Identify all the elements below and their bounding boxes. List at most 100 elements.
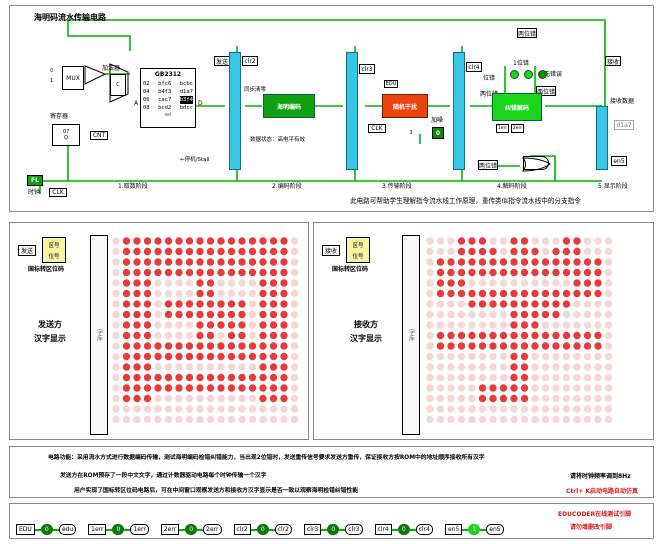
unlit-dot [489,310,497,319]
pin-label: EDU [16,524,35,535]
lit-dot [269,289,278,298]
lit-dot [510,289,518,298]
unlit-dot [290,258,299,266]
stage-label: 5.显示阶段 [598,183,628,190]
unlit-dot [436,405,445,413]
unlit-dot [510,405,518,413]
lit-dot [520,352,529,361]
unlit-dot [583,394,592,403]
unlit-dot [594,310,602,319]
unlit-dot [541,405,550,413]
unlit-dot [164,279,173,287]
lit-dot [269,331,278,340]
lit-dot [562,331,571,340]
clr4-box: clr4 [466,62,482,72]
unlit-dot [185,331,194,340]
unlit-dot [133,415,141,424]
unlit-dot [583,405,592,413]
lit-dot [436,342,445,350]
unlit-dot [573,363,581,371]
unlit-dot [594,300,602,308]
unlit-dot [175,289,183,298]
unlit-dot [573,352,581,361]
unlit-dot [217,363,225,371]
lit-dot [143,268,152,277]
lit-dot [143,352,152,361]
lit-dot [562,237,571,245]
lit-dot [478,268,487,277]
unlit-dot [478,279,487,287]
right-gb-convert: 区号 位号 [346,237,370,263]
unlit-dot [552,405,560,413]
unlit-dot [604,373,613,382]
unlit-dot [457,363,466,371]
lit-dot [457,289,466,298]
lit-dot [489,247,497,256]
lit-dot [552,300,560,308]
unlit-dot [562,415,571,424]
lit-dot [541,342,550,350]
lit-dot [143,321,152,329]
unlit-dot [112,247,120,256]
unlit-dot [604,331,613,340]
lit-dot [280,247,288,256]
edu-sub: 请勿增删改引脚 [570,524,613,531]
lit-dot [133,300,141,308]
cnt-label: CNT [90,131,108,140]
left-connector: 字库 [90,235,108,435]
noise-toggle[interactable]: 0 [432,127,444,139]
lit-dot [122,384,131,392]
stage-label: 4.解码阶段 [497,183,527,190]
unlit-dot [238,363,246,371]
lit-dot [573,247,581,256]
lit-dot [552,247,560,256]
unlit-dot [248,310,257,319]
fl-button[interactable]: FL [27,175,43,186]
or-gate [523,156,549,170]
lit-dot [552,268,560,277]
unlit-dot [248,415,257,424]
unlit-dot [468,321,476,329]
unlit-dot [447,405,455,413]
lit-dot [510,300,518,308]
unlit-dot [604,384,613,392]
unlit-dot [290,405,299,413]
lit-dot [269,342,278,350]
lit-dot [154,373,162,382]
recv-data-label: 接收数据 [610,98,635,105]
lit-dot [520,331,529,340]
led-onebit [510,70,519,79]
lit-dot [133,237,141,245]
lit-dot [583,331,592,340]
lit-dot [562,342,571,350]
unlit-dot [154,289,162,298]
lit-dot [510,321,518,329]
lit-dot [196,310,204,319]
lit-dot [185,300,194,308]
lit-dot [206,321,215,329]
unlit-dot [489,363,497,371]
unlit-dot [447,247,455,256]
data-state-label: 数据状态：高电平有效 [250,137,306,143]
lit-dot [238,247,246,256]
unlit-dot [227,289,236,298]
pin-value: 0 [397,524,410,535]
lit-dot [457,237,466,245]
unlit-dot [489,352,497,361]
unlit-dot [112,331,120,340]
unlit-dot [552,415,560,424]
info-line-2: 发送方在ROM预存了一段中文文字，通过计数器驱动电路每个时钟传输一个汉字 [60,473,267,479]
rom-cell: b4f3 [158,89,172,95]
clr2-box: clr2 [242,56,258,66]
unlit-dot [248,363,257,371]
lit-dot [447,258,455,266]
lit-dot [175,384,183,392]
right-title-2: 汉字显示 [350,334,382,343]
